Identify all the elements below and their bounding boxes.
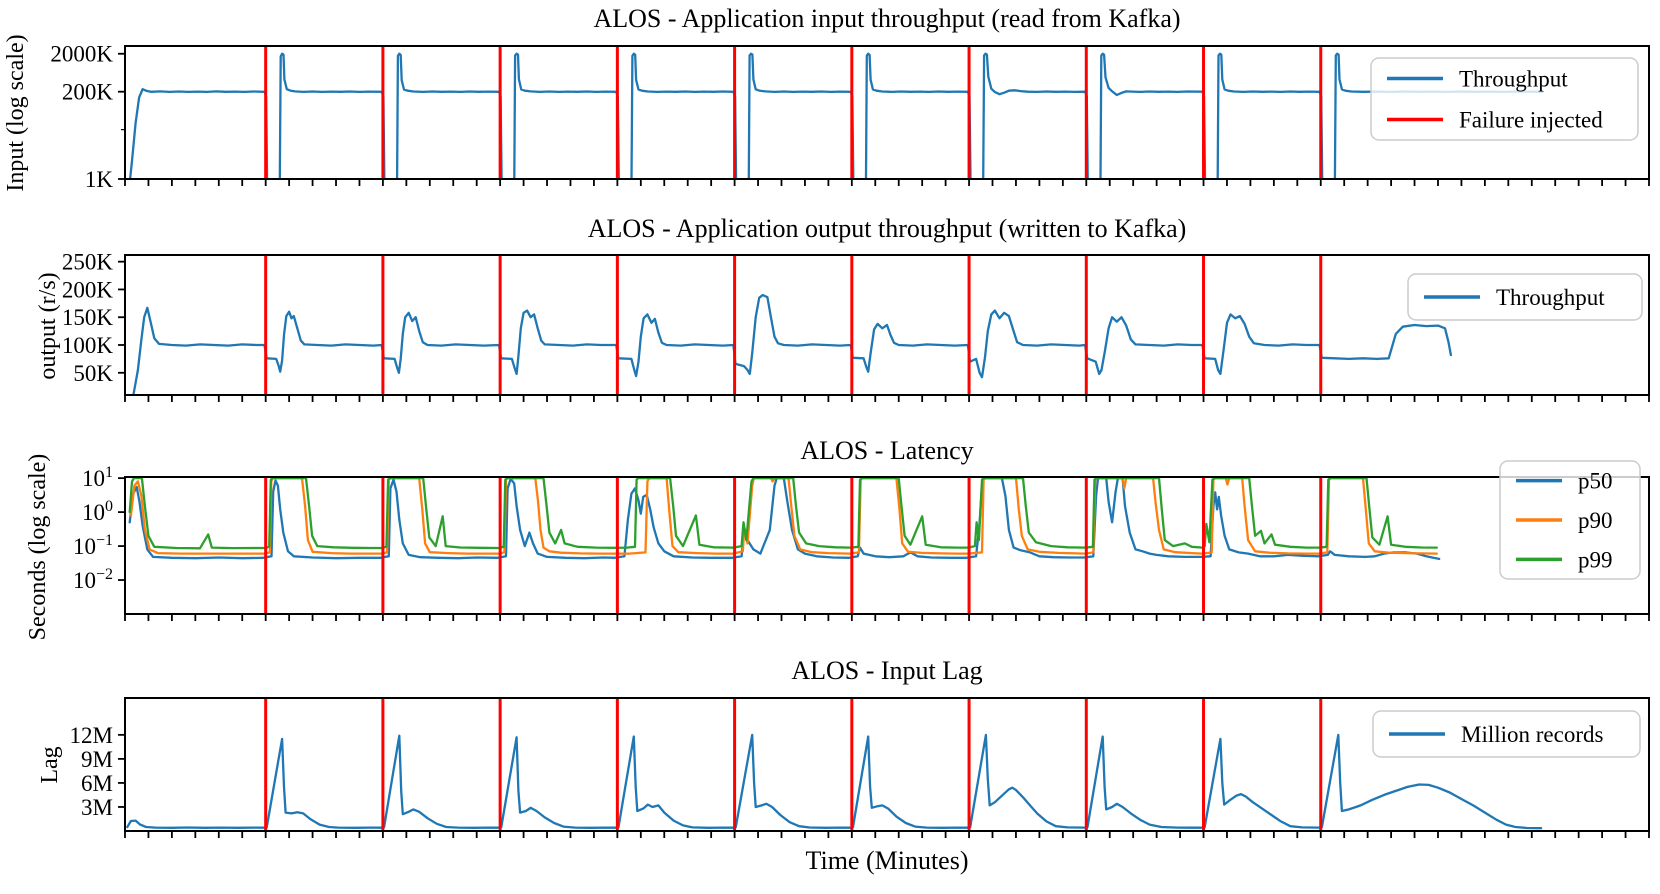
- y-tick-label: 101: [82, 464, 113, 491]
- legend-box: [1407, 273, 1643, 321]
- panel-latency: 101 100 10−1 10−2 p50 p90 p99: [73, 460, 1650, 621]
- legend-label: Throughput: [1496, 285, 1605, 310]
- chart-title-latency: ALOS - Latency: [800, 436, 974, 465]
- y-tick-label: 12M: [70, 723, 113, 748]
- y-tick-label: 50K: [73, 361, 113, 386]
- axes-frame: [124, 697, 1650, 832]
- series-line-p50: [128, 477, 1441, 561]
- legend-box: [1499, 460, 1641, 580]
- legend-label: Million records: [1461, 722, 1603, 747]
- y-axis-label-lag: Lag: [37, 746, 63, 784]
- series-line-throughput: [132, 293, 1453, 395]
- y-tick-label: 150K: [62, 305, 114, 330]
- axes-frame: [124, 476, 1650, 615]
- chart-title-input-throughput: ALOS - Application input throughput (rea…: [593, 4, 1181, 33]
- legend-label: p50: [1578, 469, 1613, 494]
- legend-label: Throughput: [1459, 67, 1568, 92]
- y-tick-label: 10−2: [73, 566, 113, 593]
- y-tick-label: 2000K: [50, 42, 113, 67]
- y-tick-label: 100: [82, 498, 113, 525]
- legend-input-lag: Million records: [1372, 710, 1641, 758]
- axes-frame: [124, 254, 1650, 396]
- chart-title-input-lag: ALOS - Input Lag: [791, 656, 983, 685]
- series-line-throughput: [128, 52, 1544, 179]
- y-axis-label-input: Input (log scale): [3, 34, 29, 192]
- y-tick-label: 100K: [62, 333, 114, 358]
- x-axis-label: Time (Minutes): [805, 846, 969, 875]
- legend-box: [1372, 710, 1641, 758]
- axes-frame: [124, 45, 1650, 180]
- series-line-p90: [129, 477, 1438, 555]
- y-tick-label: 200K: [62, 80, 114, 105]
- series-line-p99: [128, 477, 1438, 550]
- legend-output-throughput: Throughput: [1407, 273, 1643, 321]
- y-tick-label: 3M: [81, 795, 113, 820]
- y-tick-label: 9M: [81, 747, 113, 772]
- series-line-million-records: [126, 733, 1543, 830]
- legend-label: Failure injected: [1459, 108, 1603, 133]
- legend-label: p99: [1578, 547, 1613, 572]
- legend-latency: p50 p90 p99: [1499, 460, 1641, 580]
- y-tick-label: 10−1: [73, 532, 113, 559]
- y-tick-label: 250K: [62, 250, 114, 275]
- y-tick-label: 6M: [81, 771, 113, 796]
- y-tick-label: 1K: [85, 167, 114, 192]
- chart-title-output-throughput: ALOS - Application output throughput (wr…: [587, 214, 1187, 243]
- legend-label: p90: [1578, 508, 1613, 533]
- y-tick-label: 200K: [62, 277, 114, 302]
